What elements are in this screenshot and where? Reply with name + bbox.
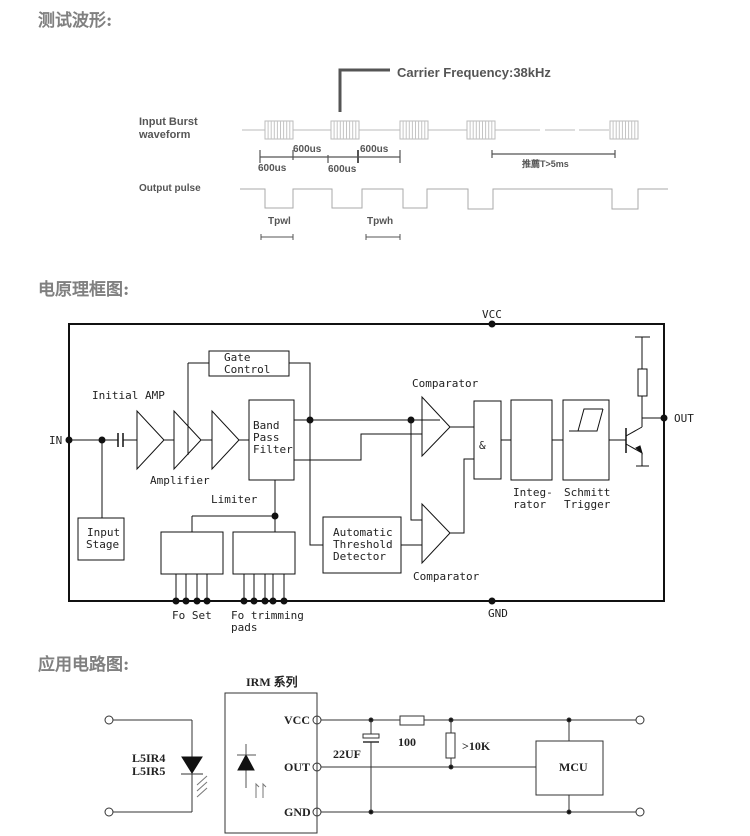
capacitor-22uf bbox=[362, 733, 380, 739]
input-stage-block bbox=[77, 517, 125, 561]
limiter bbox=[211, 409, 240, 471]
gnd-terminal bbox=[635, 807, 645, 817]
ic-outline bbox=[68, 323, 665, 602]
mcu-label: MCU bbox=[559, 760, 588, 774]
application-circuit-section-heading: 应用电路图: bbox=[38, 655, 130, 675]
schmitt-label-line1: Schmitt bbox=[564, 486, 610, 499]
resistor-10k-label: >10K bbox=[462, 739, 491, 753]
pad-node bbox=[172, 597, 180, 605]
atd-label-line3: Detector bbox=[333, 550, 386, 563]
output-pulse-waveform bbox=[240, 188, 668, 210]
application-circuit: IRM 系列 bbox=[104, 674, 645, 834]
led-label-line2: L5IR5 bbox=[132, 764, 165, 778]
in-label: IN bbox=[49, 434, 62, 447]
gnd-pin-label: GND bbox=[284, 805, 311, 819]
timing-scale bbox=[259, 150, 616, 163]
capacitor-label: 22UF bbox=[333, 747, 361, 761]
led-terminal-top bbox=[104, 715, 114, 725]
fo-trimming-label-line1: Fo trimming bbox=[231, 609, 304, 622]
ir-led-icon bbox=[181, 756, 203, 774]
atd-label-line1: Automatic bbox=[333, 526, 393, 539]
burst-packet bbox=[399, 120, 429, 140]
initial-amp bbox=[136, 409, 165, 471]
comparator-bottom bbox=[421, 502, 451, 565]
bpf-label-line1: Band bbox=[253, 419, 280, 432]
tpwl-label: Tpwl bbox=[268, 216, 291, 227]
and-label: & bbox=[479, 439, 486, 452]
vcc-terminal bbox=[635, 715, 645, 725]
led-terminal-bottom bbox=[104, 807, 114, 817]
tpwh-label: Tpwh bbox=[367, 216, 393, 227]
interval-label: 推薦T>5ms bbox=[522, 158, 569, 169]
pad-node bbox=[193, 597, 201, 605]
timing-label-600us-1: 600us bbox=[293, 144, 322, 155]
atd-label-line2: Threshold bbox=[333, 538, 393, 551]
led-label-line1: L5IR4 bbox=[132, 751, 165, 765]
burst-packet bbox=[466, 120, 496, 140]
pad-node bbox=[240, 597, 248, 605]
limiter-label: Limiter bbox=[211, 493, 258, 506]
waveform-section-heading: 测试波形: bbox=[38, 11, 113, 31]
out-label: OUT bbox=[674, 412, 694, 425]
pad-node bbox=[269, 597, 277, 605]
timing-label-600us-4: 600us bbox=[328, 164, 357, 175]
comparator-top-label: Comparator bbox=[412, 377, 479, 390]
resistor-100 bbox=[399, 715, 425, 726]
application-circuit-labels: VCC OUT GND L5IR4 L5IR5 22UF 100 >10K MC… bbox=[132, 713, 588, 819]
bpf-label-line3: Filter bbox=[253, 443, 293, 456]
gnd-label: GND bbox=[488, 607, 508, 620]
input-stage-label-line2: Stage bbox=[86, 538, 119, 551]
output-pulse-label: Output pulse bbox=[139, 183, 201, 194]
fo-trim-block bbox=[232, 531, 296, 575]
pad-node bbox=[280, 597, 288, 605]
input-stage-label-line1: Input bbox=[87, 526, 120, 539]
vcc-node bbox=[488, 320, 496, 328]
input-burst-label-line2: waveform bbox=[138, 129, 191, 141]
block-diagram-labels: VCC GND IN OUT Initial AMP Amplifier Lim… bbox=[49, 308, 694, 634]
timing-label-600us-2: 600us bbox=[360, 144, 389, 155]
gate-label-line2: Control bbox=[224, 363, 270, 376]
vcc-pin-label: VCC bbox=[284, 713, 310, 727]
integrator-label-line2: rator bbox=[513, 498, 546, 511]
fo-set-label: Fo Set bbox=[172, 609, 212, 622]
burst-packet bbox=[330, 120, 360, 140]
carrier-pointer bbox=[338, 68, 390, 112]
carrier-frequency-label: Carrier Frequency:38kHz bbox=[397, 65, 551, 80]
pad-node bbox=[203, 597, 211, 605]
comparator-bottom-label: Comparator bbox=[413, 570, 480, 583]
fo-set-block bbox=[160, 531, 224, 575]
comparator-top bbox=[421, 395, 451, 458]
out-pin-label: OUT bbox=[284, 760, 310, 774]
band-pass-filter-block bbox=[248, 399, 295, 481]
pullup-resistor bbox=[637, 368, 648, 397]
integrator-label-line1: Integ- bbox=[513, 486, 553, 499]
resistor-100-label: 100 bbox=[398, 735, 416, 749]
amplifier-label: Amplifier bbox=[150, 474, 210, 487]
block-diagram-section-heading: 电原理框图: bbox=[38, 280, 130, 300]
irm-module-title: IRM 系列 bbox=[246, 674, 298, 689]
pad-node bbox=[182, 597, 190, 605]
block-diagram bbox=[65, 320, 668, 605]
waveform-diagram: Carrier Frequency:38kHz Input Burst wave… bbox=[138, 65, 668, 240]
burst-packet bbox=[609, 120, 639, 140]
initial-amp-label: Initial AMP bbox=[92, 389, 165, 402]
pad-node bbox=[250, 597, 258, 605]
input-burst-label-line1: Input Burst bbox=[139, 116, 198, 128]
bpf-label-line2: Pass bbox=[253, 431, 280, 444]
pad-node bbox=[261, 597, 269, 605]
tpw-scales bbox=[260, 234, 401, 240]
vcc-label: VCC bbox=[482, 308, 502, 321]
burst-group bbox=[264, 120, 639, 140]
burst-packet bbox=[264, 120, 294, 140]
resistor-10k bbox=[445, 732, 456, 759]
schmitt-label-line2: Trigger bbox=[564, 498, 611, 511]
fo-trimming-label-line2: pads bbox=[231, 621, 258, 634]
timing-label-600us-3: 600us bbox=[258, 163, 287, 174]
gate-label-line1: Gate bbox=[224, 351, 251, 364]
integrator-block bbox=[510, 399, 553, 481]
gnd-node bbox=[488, 597, 496, 605]
